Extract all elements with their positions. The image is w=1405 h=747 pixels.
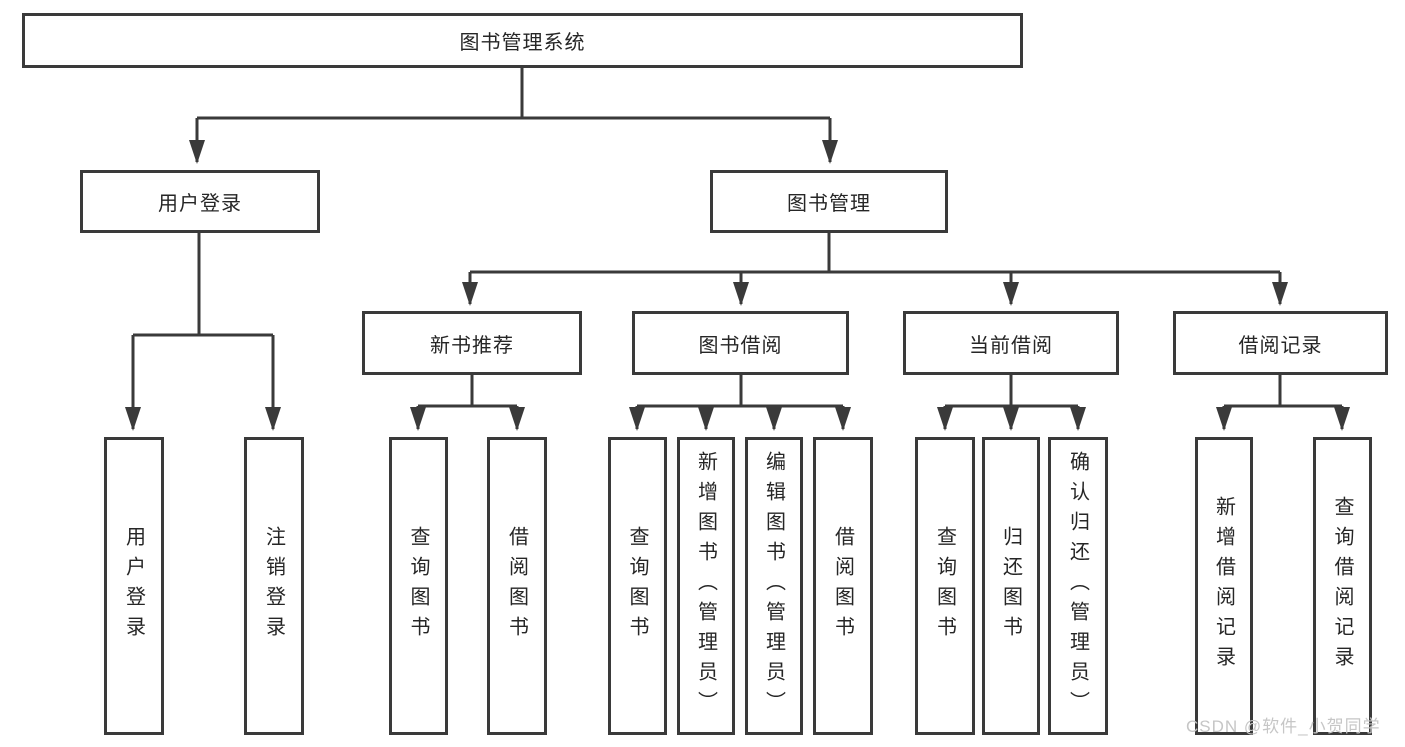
wire-new-book-rec-split	[418, 375, 517, 408]
leaf-query-book-borrow: 查询图书	[608, 437, 667, 735]
node-user-login: 用户登录	[80, 170, 320, 233]
leaf-confirm-return-admin: 确认归还（管理员）	[1048, 437, 1108, 735]
leaf-user-login: 用户登录	[104, 437, 164, 735]
node-root: 图书管理系统	[22, 13, 1023, 68]
node-book-borrow: 图书借阅	[632, 311, 849, 375]
leaf-add-borrow-record: 新增借阅记录	[1195, 437, 1253, 735]
node-book-management: 图书管理	[710, 170, 948, 233]
leaf-query-borrow-record: 查询借阅记录	[1313, 437, 1372, 735]
wire-book-borrow-split	[637, 375, 843, 408]
wire-root-split	[197, 68, 830, 120]
leaf-query-book-recommend: 查询图书	[389, 437, 448, 735]
wire-user-login-split	[133, 233, 273, 337]
node-current-borrow: 当前借阅	[903, 311, 1119, 375]
leaf-query-book-current: 查询图书	[915, 437, 975, 735]
wire-current-borrow-split	[945, 375, 1078, 408]
csdn-watermark: CSDN @软件_小贺同学	[1186, 717, 1381, 736]
leaf-edit-book-admin: 编辑图书（管理员）	[745, 437, 803, 735]
leaf-borrow-book-recommend: 借阅图书	[487, 437, 547, 735]
leaf-add-book-admin: 新增图书（管理员）	[677, 437, 735, 735]
leaf-borrow-book: 借阅图书	[813, 437, 873, 735]
leaf-return-book: 归还图书	[982, 437, 1040, 735]
node-new-book-recommend: 新书推荐	[362, 311, 582, 375]
leaf-logout-login: 注销登录	[244, 437, 304, 735]
node-borrow-records: 借阅记录	[1173, 311, 1388, 375]
wire-borrow-records-split	[1224, 375, 1342, 408]
wire-book-mgmt-split	[470, 233, 1280, 274]
